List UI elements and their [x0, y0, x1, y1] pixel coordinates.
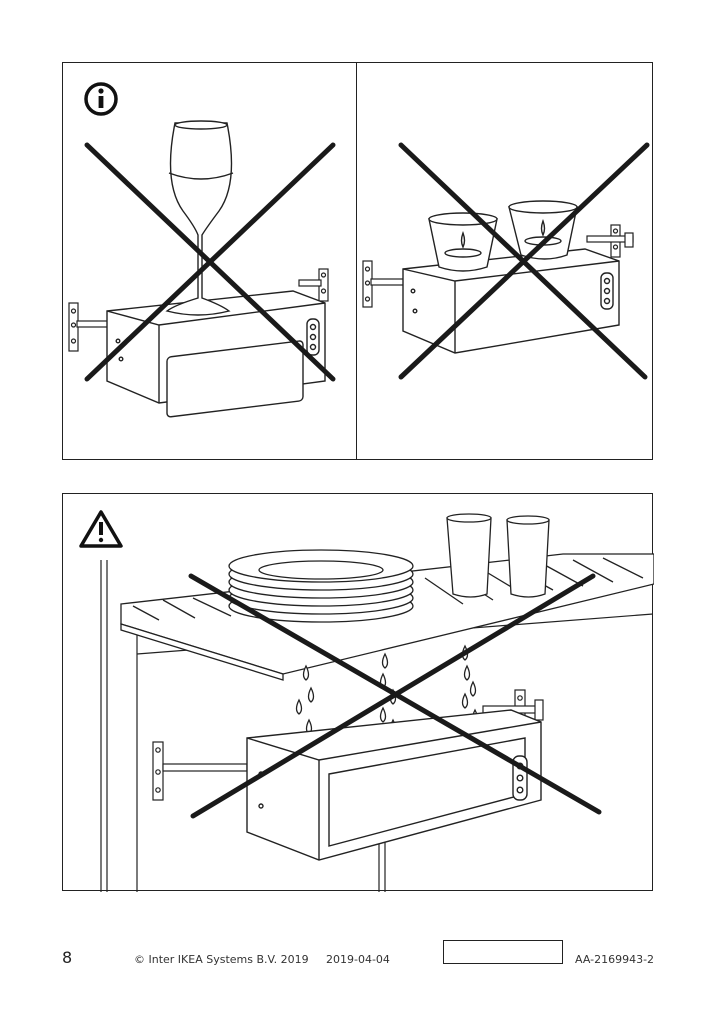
- panel-no-liquid-spill: [62, 493, 654, 892]
- tealight-holder: [508, 200, 578, 260]
- prohibited-x-icon: [398, 142, 650, 380]
- plate-stack: [228, 549, 414, 623]
- copyright-text: © Inter IKEA Systems B.V. 2019: [134, 953, 309, 966]
- panel-no-candles: [356, 62, 653, 460]
- tealight-holder: [428, 212, 498, 272]
- wall-bracket-right: [586, 224, 634, 258]
- wall-bracket-left: [152, 741, 248, 801]
- warning-icon: [79, 510, 123, 548]
- panel-no-wine-glass: [62, 62, 358, 460]
- illustration-no-wine-glass: [68, 82, 336, 418]
- prohibited-x-icon: [84, 142, 336, 382]
- speaker: [402, 248, 620, 354]
- speaker: [246, 709, 542, 861]
- wine-glass: [165, 120, 234, 316]
- wall-bracket-left: [362, 260, 412, 308]
- document-id: AA-2169943-2: [575, 953, 655, 966]
- date-text: 2019-04-04: [326, 953, 390, 966]
- prohibited-x-icon: [188, 573, 602, 819]
- illustration-no-candles: [362, 142, 650, 380]
- wall-bracket-right: [298, 268, 329, 302]
- drinking-glass: [506, 515, 550, 598]
- drinking-glass: [446, 513, 492, 598]
- blank-label-box: [443, 940, 563, 964]
- info-icon: [84, 82, 118, 116]
- illustration-no-liquid-spill: [79, 510, 654, 892]
- page-number: 8: [62, 948, 73, 967]
